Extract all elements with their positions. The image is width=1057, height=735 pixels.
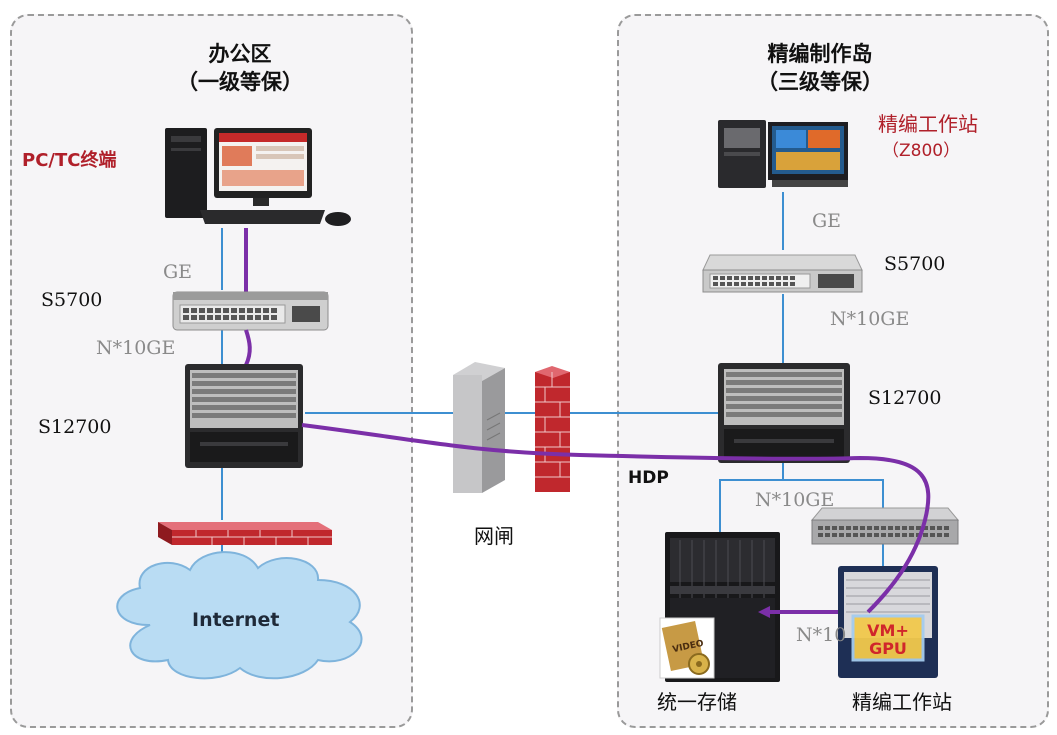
office-s12700-label: S12700 (38, 416, 112, 438)
gpu-label: GPU (869, 639, 907, 658)
hdp-label: HDP (628, 468, 669, 488)
hdp-links (301, 423, 931, 614)
editing-10ge-lower-label: N*10GE (755, 489, 835, 511)
editing-workstation-icon (718, 120, 848, 188)
internet-cloud-icon (116, 551, 363, 680)
office-zone-level: （一级等保） (177, 70, 303, 94)
gateway-device-icon (453, 362, 505, 493)
storage-label: 统一存储 (657, 690, 737, 714)
editing-zone-title: 精编制作岛 （三级等保） (720, 40, 920, 96)
s5700-switch-left-icon (172, 291, 329, 331)
firewall-left-icon (158, 522, 332, 545)
server-label: 精编工作站 (852, 690, 952, 714)
hdp-arrowhead (758, 606, 770, 618)
editing-10ge-storage-label: N*10 (796, 624, 847, 646)
pc-terminal-label: PC/TC终端 (22, 150, 117, 171)
internet-label: Internet (192, 609, 280, 631)
s5700-switch-right-icon (702, 254, 863, 293)
office-zone-name: 办公区 (208, 42, 272, 66)
vm-label: VM+ (867, 621, 909, 640)
editing-10ge-upper-label: N*10GE (830, 308, 910, 330)
office-s5700-label: S5700 (41, 289, 103, 311)
firewall-middle-icon (535, 366, 570, 492)
video-badge-icon: VIDEO (659, 617, 715, 679)
office-zone-title: 办公区 （一级等保） (150, 40, 330, 96)
hdp-mid-left (244, 329, 252, 366)
hdp-path-main (301, 423, 931, 614)
editing-workstation-model: （Z800） (882, 141, 961, 161)
vm-gpu-server-icon: VM+ GPU (838, 566, 938, 678)
office-10ge-label: N*10GE (96, 337, 176, 359)
editing-ge-label: GE (812, 210, 842, 232)
editing-zone-level: （三级等保） (757, 70, 883, 94)
editing-zone-name: 精编制作岛 (767, 42, 873, 66)
editing-s5700-label: S5700 (884, 253, 946, 275)
s12700-core-left-icon (185, 364, 303, 468)
pc-terminal-icon (165, 128, 351, 226)
link-s12700-storage (719, 463, 784, 532)
editing-workstation-label: 精编工作站 (878, 112, 978, 136)
access-switch-icon (810, 507, 960, 545)
editing-s12700-label: S12700 (868, 387, 942, 409)
s12700-core-right-icon (718, 363, 850, 463)
link-s12700-access-switch (783, 479, 884, 508)
gateway-label: 网闸 (474, 524, 514, 548)
office-ge-label: GE (163, 261, 193, 283)
